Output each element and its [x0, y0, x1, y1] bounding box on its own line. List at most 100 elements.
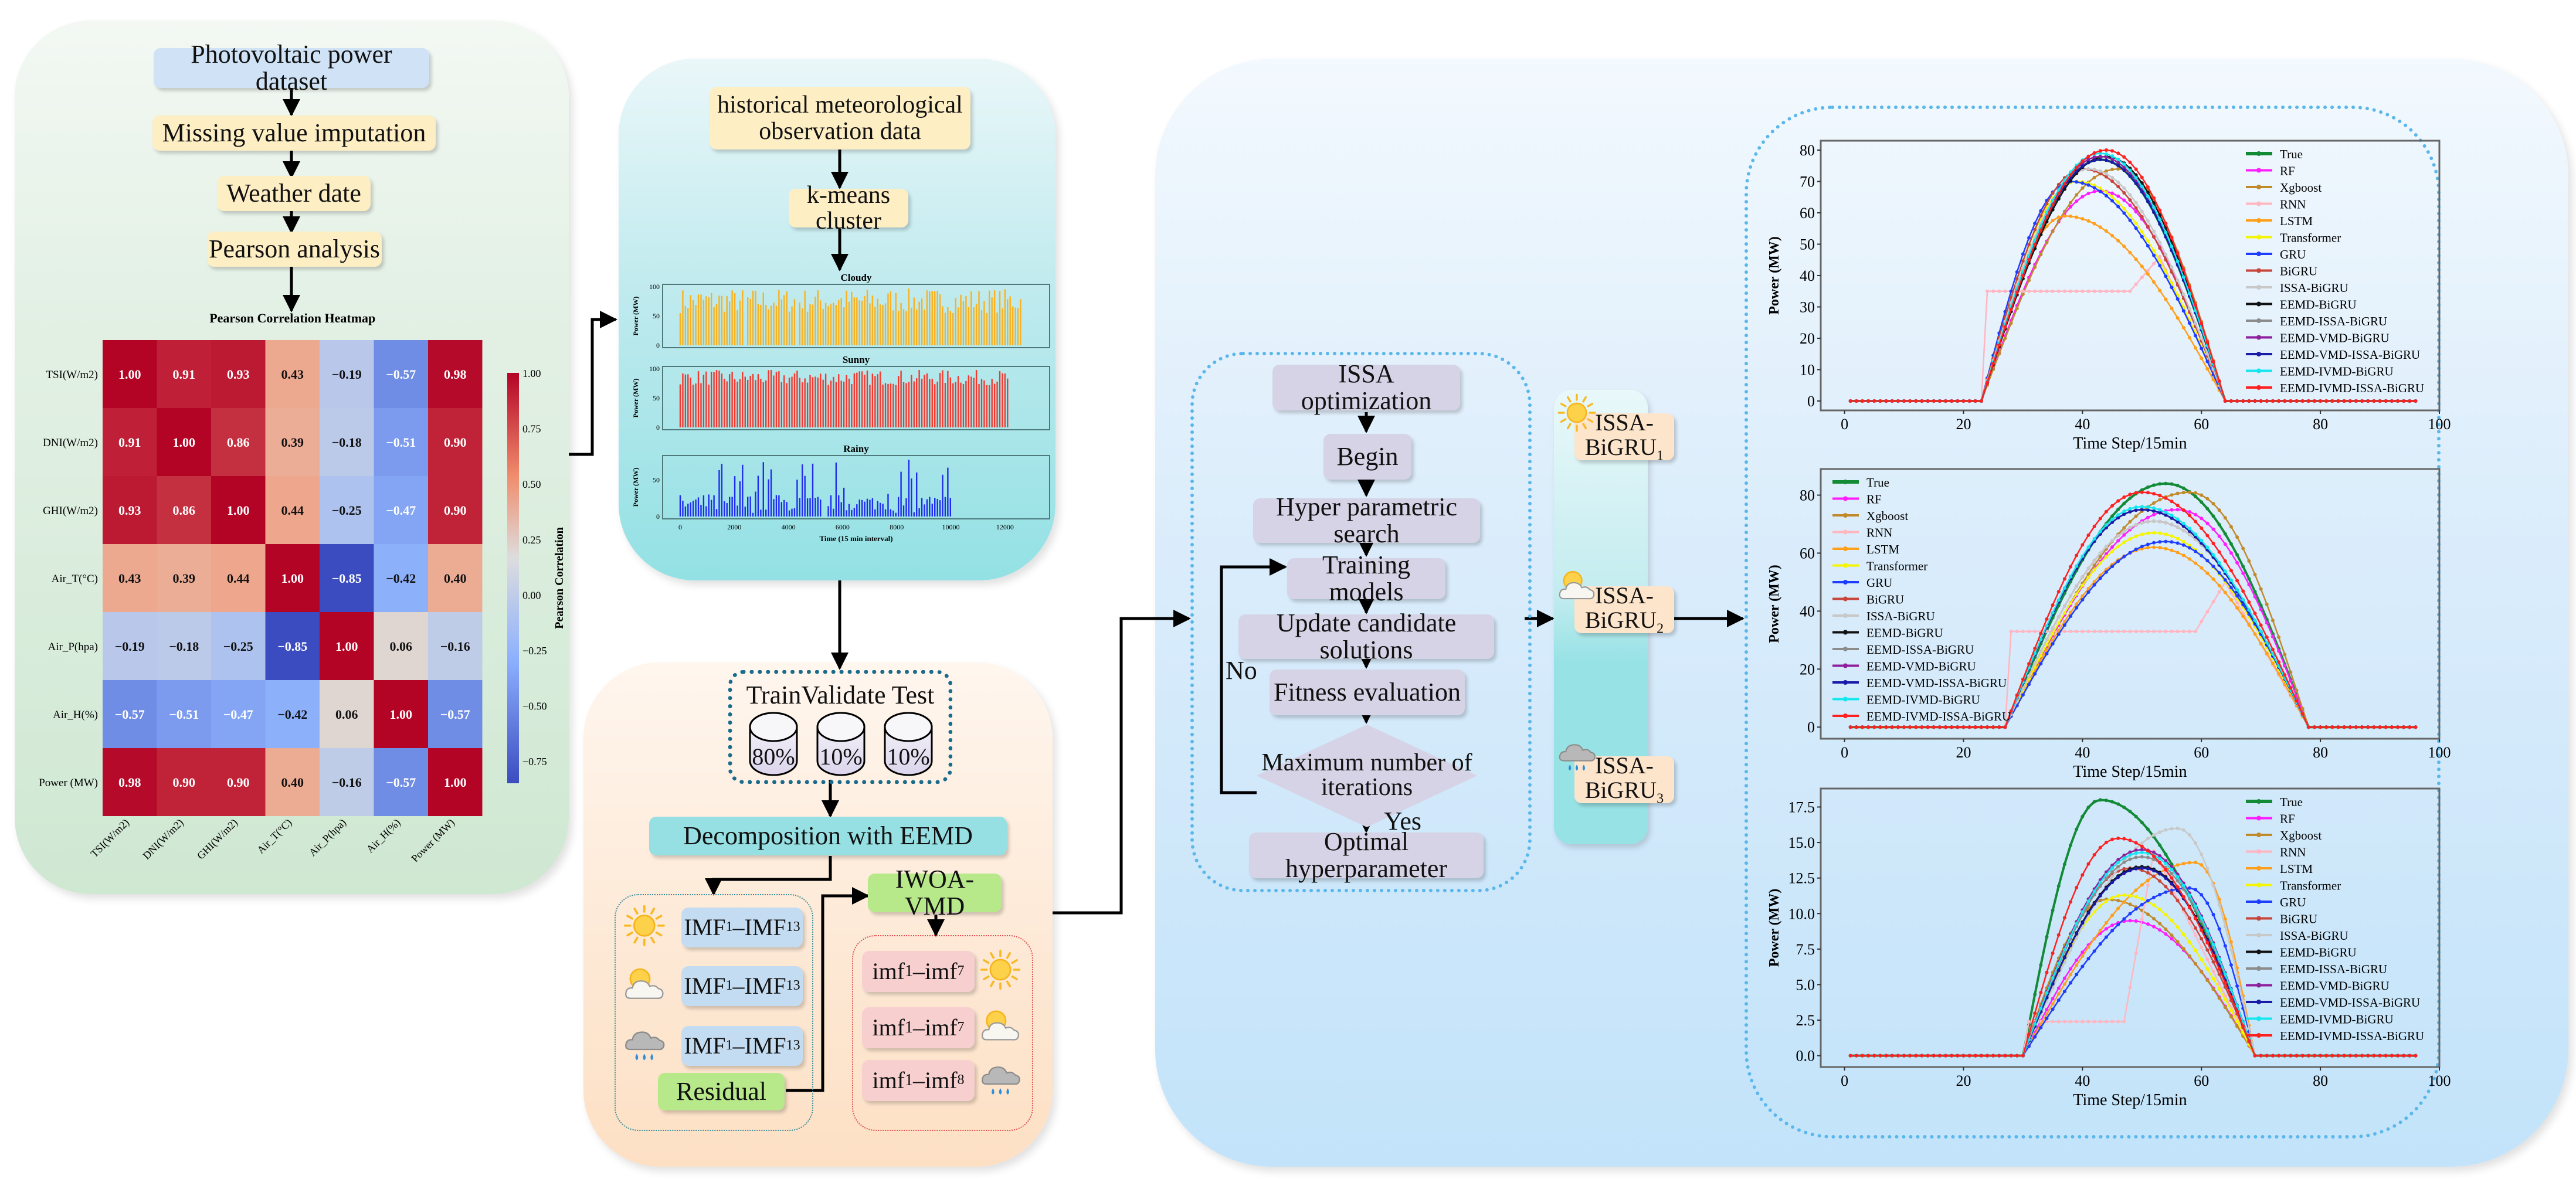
series-point: [2128, 857, 2132, 861]
series-point: [2187, 291, 2191, 295]
series-point: [2152, 833, 2156, 837]
series-point: [2175, 541, 2180, 545]
series-point: [2110, 175, 2115, 179]
legend-label: EEMD-ISSA-BiGRU: [2280, 314, 2387, 328]
series-point: [2181, 524, 2185, 528]
series-point: [2211, 360, 2215, 364]
series-point: [2241, 999, 2245, 1003]
series-point: [2205, 545, 2210, 549]
series-point: [2104, 886, 2108, 891]
series-point: [2021, 289, 2025, 293]
y-tick-label: 0.0: [1796, 1048, 1815, 1065]
series-point: [2003, 337, 2007, 341]
series-point: [2134, 952, 2138, 956]
y-axis-label: Power (MW): [1767, 889, 1782, 967]
series-point: [2194, 933, 2198, 937]
series-point: [2039, 209, 2043, 213]
series-point: [2104, 799, 2108, 803]
legend-label: BiGRU: [2280, 264, 2317, 278]
series-point: [2217, 379, 2221, 383]
series-point: [2187, 514, 2191, 518]
series-point: [2140, 917, 2144, 921]
heatmap-cell: [265, 340, 320, 408]
series-point: [2170, 885, 2174, 889]
series-point: [2069, 1020, 2073, 1024]
series-point: [2158, 240, 2162, 244]
series-point: [2158, 531, 2162, 535]
colorbar-tick: 0.00: [522, 589, 541, 601]
series-eemd-ivmd-issa-bigru: [1848, 148, 2418, 403]
series-point: [2164, 513, 2168, 517]
series-point: [2140, 190, 2144, 194]
series-point: [2235, 579, 2239, 583]
weather-chart-ytick: 100: [649, 365, 660, 373]
series-point: [2069, 610, 2073, 614]
series-point: [2277, 660, 2281, 664]
legend-label: Transformer: [2280, 231, 2341, 245]
series-point: [2122, 512, 2126, 517]
series-point: [2181, 907, 2185, 911]
series-point: [2039, 661, 2043, 665]
series-point: [2116, 516, 2120, 520]
series-point: [2372, 725, 2376, 729]
legend-label: Xgboost: [1866, 509, 1908, 523]
series-point: [2295, 688, 2299, 692]
series-point: [2283, 399, 2287, 403]
series-point: [2056, 969, 2061, 973]
series-point: [2062, 182, 2066, 186]
legend-label: True: [1866, 475, 1889, 490]
series-point: [2194, 519, 2198, 524]
series-point: [2128, 919, 2132, 923]
series-point: [2009, 289, 2013, 293]
series-point: [2104, 172, 2108, 176]
legend-label: GRU: [1866, 576, 1892, 590]
series-point: [2378, 725, 2382, 729]
series-point: [2051, 603, 2055, 607]
series-point: [2081, 954, 2085, 958]
series-point: [2075, 922, 2079, 926]
colorbar-tick: −0.25: [522, 645, 547, 657]
legend-label: RNN: [1866, 526, 1892, 540]
colorbar-tick: 0.50: [522, 478, 541, 490]
series-point: [2021, 677, 2025, 681]
series-point: [2086, 154, 2090, 158]
series-point: [2069, 614, 2073, 619]
series-point: [2128, 160, 2132, 164]
series-point: [1884, 725, 1888, 729]
series-point: [2146, 867, 2150, 871]
series-point: [2092, 186, 2096, 190]
series-point: [2223, 578, 2227, 582]
series-point: [2039, 214, 2043, 218]
series-point: [2170, 937, 2174, 941]
series-point: [1950, 725, 1954, 729]
series-point: [2164, 270, 2168, 274]
series-point: [2194, 532, 2198, 536]
series-point: [2211, 541, 2215, 545]
series-point: [2056, 219, 2061, 223]
series-point: [2003, 725, 2007, 729]
y-tick-label: 60: [1800, 545, 1815, 562]
series-line: [1850, 149, 2416, 402]
series-point: [2300, 712, 2305, 716]
heatmap-cell: [374, 544, 428, 612]
series-point: [2200, 916, 2204, 920]
series-point: [2205, 352, 2210, 356]
series-point: [2051, 976, 2055, 980]
series-point: [2247, 583, 2251, 587]
series-point: [2170, 933, 2174, 937]
series-point: [2211, 913, 2215, 917]
series-point: [2170, 513, 2174, 517]
series-point: [2187, 532, 2191, 536]
series-point: [2289, 670, 2293, 674]
series-point: [2229, 525, 2233, 529]
series-point: [2194, 961, 2198, 966]
series-point: [1908, 725, 1912, 729]
series-point: [2056, 621, 2061, 625]
series-point: [2122, 860, 2126, 864]
issa-step-search: Hyper parametric search: [1253, 493, 1480, 548]
series-point: [2140, 851, 2144, 855]
series-point: [2003, 289, 2007, 293]
series-point: [2104, 148, 2108, 152]
series-point: [1926, 399, 1930, 403]
